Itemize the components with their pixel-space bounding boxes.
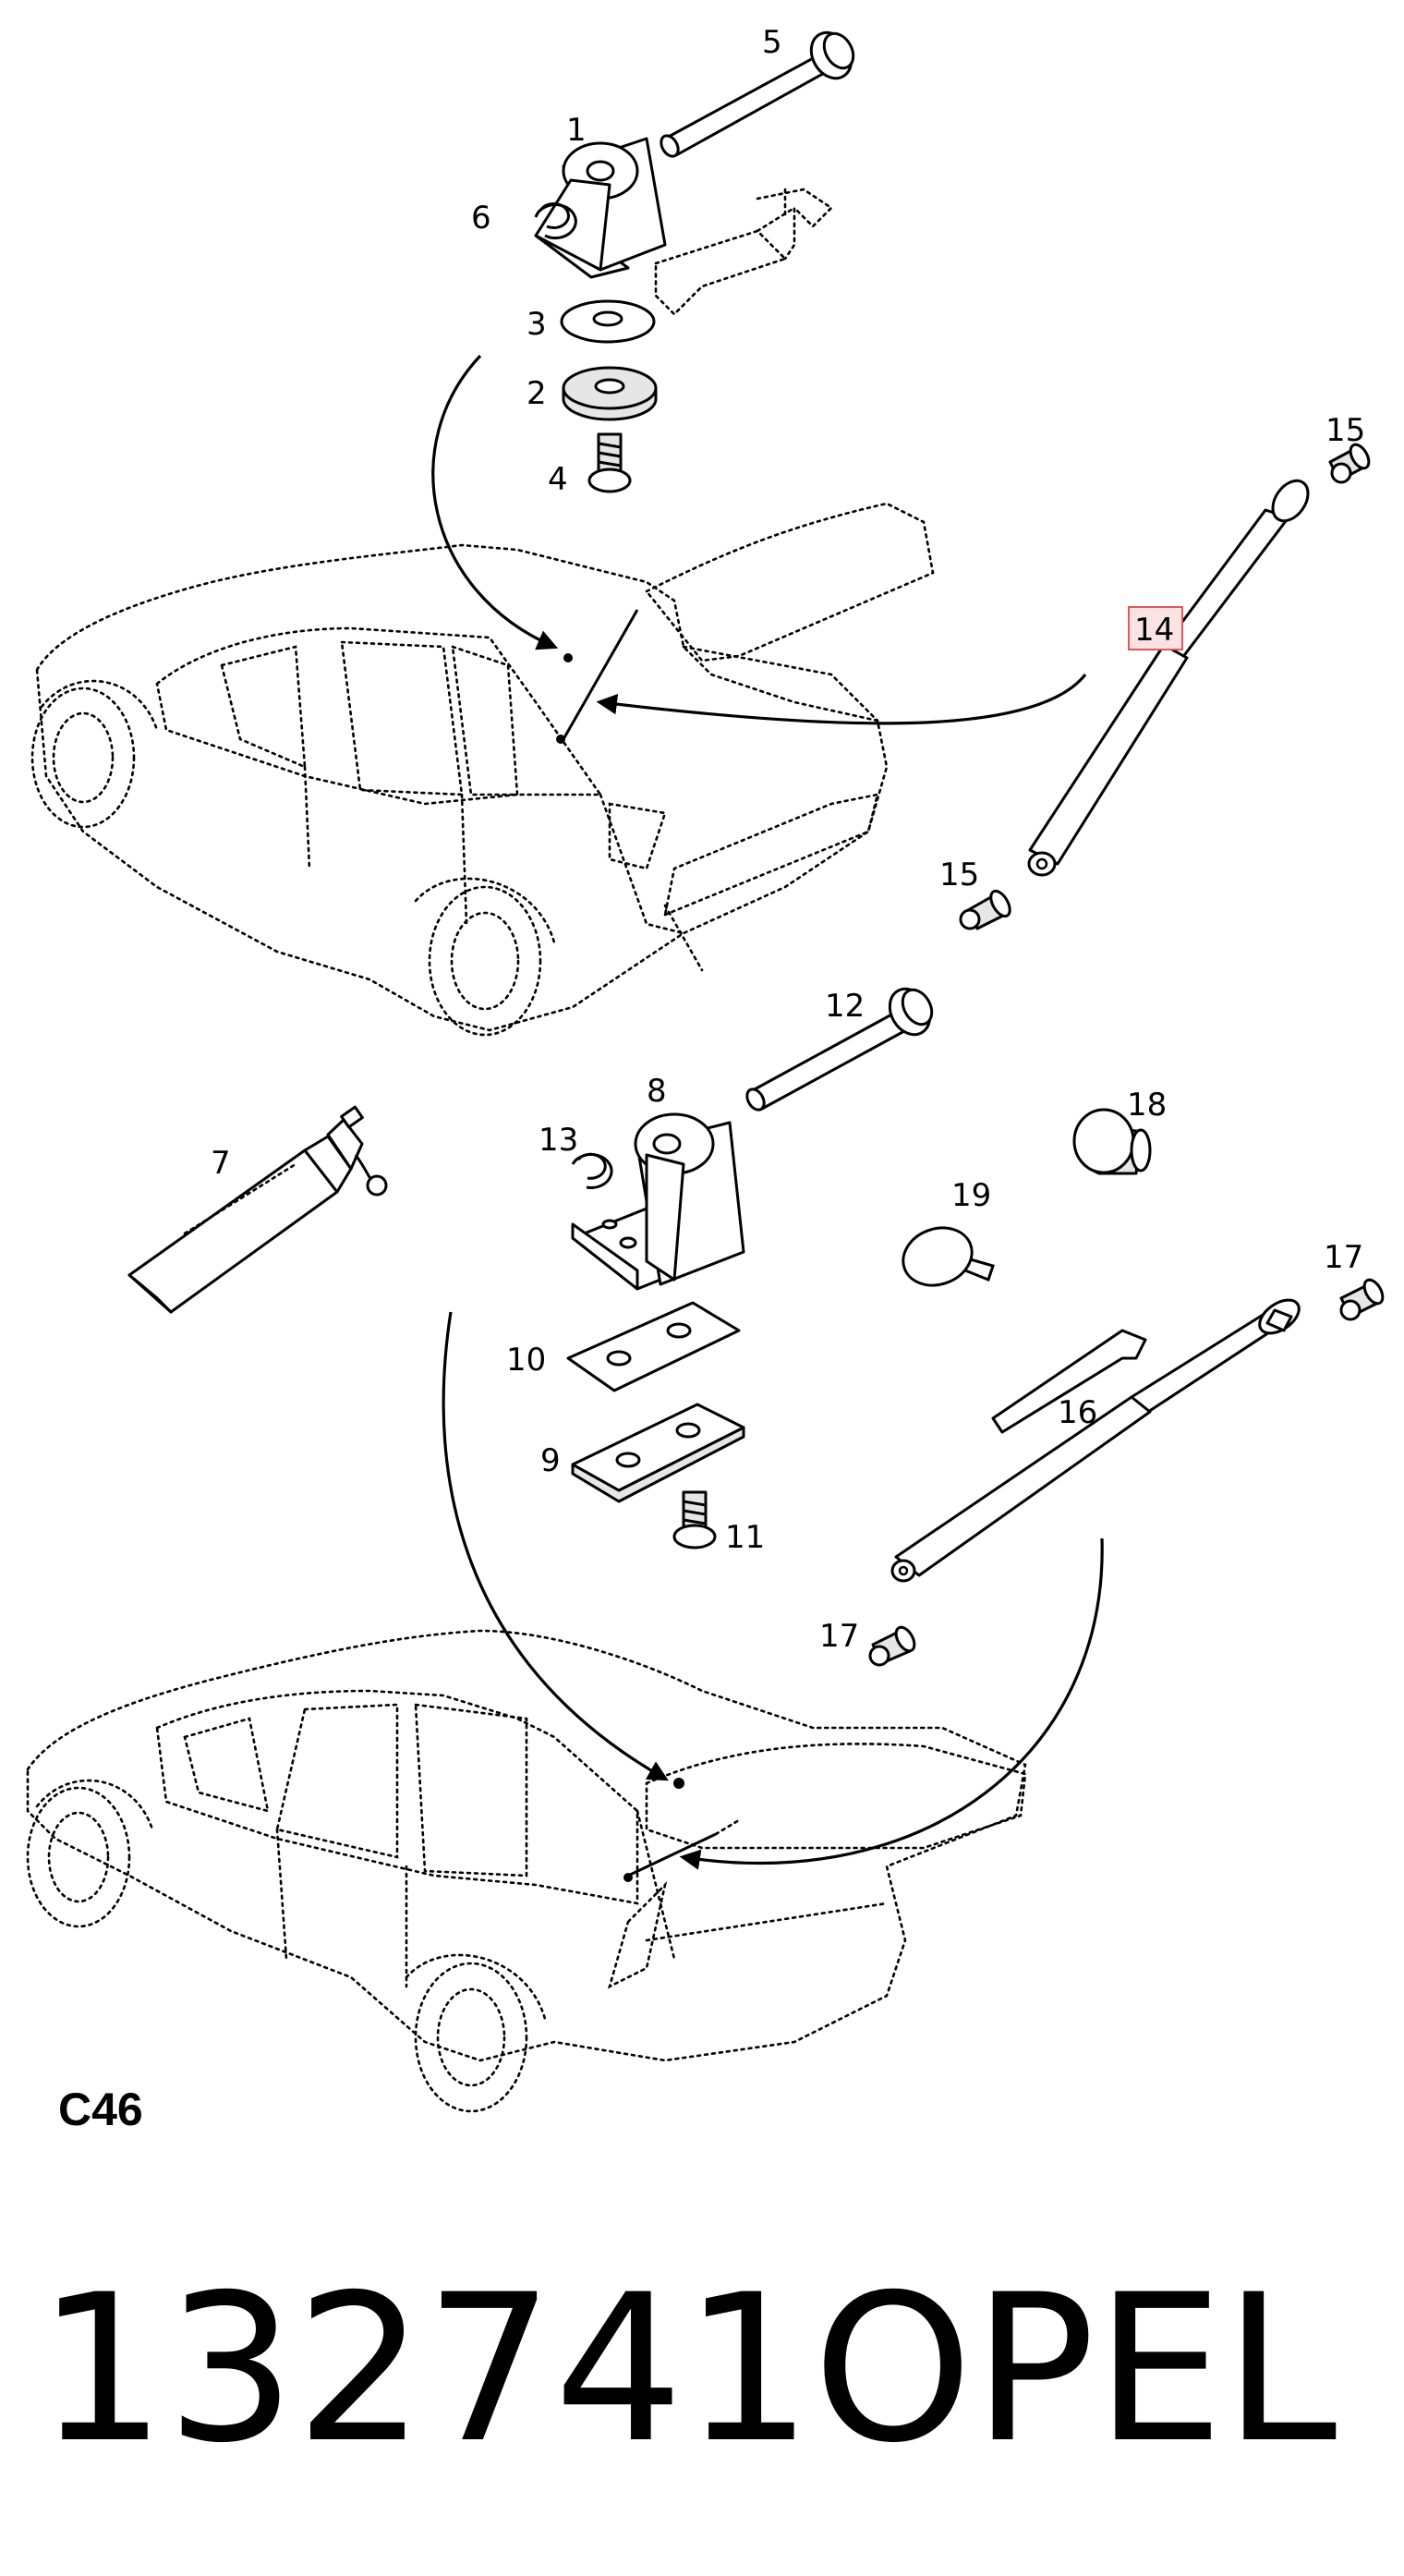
brand-name: OPEL — [813, 2251, 1337, 2487]
label-part-13: 13 — [539, 1122, 578, 1159]
label-part-19: 19 — [951, 1177, 991, 1214]
label-part-8: 8 — [647, 1073, 667, 1110]
hinge-bracket-part-1 — [534, 137, 667, 279]
label-part-1: 1 — [566, 112, 587, 149]
hinge-bracket-part-8 — [571, 1112, 745, 1291]
ball-pin-part-17-top — [1339, 1278, 1385, 1321]
highlight-box-part-14 — [1128, 606, 1183, 650]
label-part-3: 3 — [526, 306, 547, 343]
label-part-6: 6 — [471, 200, 491, 237]
base-plate-part-9 — [571, 1403, 745, 1503]
label-part-5: 5 — [762, 24, 782, 61]
label-part-9: 9 — [540, 1442, 561, 1479]
label-part-17-top: 17 — [1324, 1239, 1363, 1276]
label-part-4: 4 — [548, 461, 568, 498]
grommet-part-18 — [1072, 1108, 1152, 1175]
estate-car-outline — [26, 1629, 1027, 2113]
label-part-14: 14 — [1134, 612, 1174, 649]
hinge-outline — [654, 188, 834, 316]
washer-part-3 — [560, 299, 656, 344]
clip-button-part-19 — [902, 1226, 995, 1287]
label-part-11: 11 — [725, 1519, 765, 1556]
clip-ring-part-13 — [571, 1152, 613, 1189]
label-part-18: 18 — [1127, 1087, 1167, 1124]
part-labels: 5 1 6 3 2 4 15 14 15 12 8 18 13 7 19 17 … — [37, 24, 1365, 2487]
clip-ring-part-6 — [534, 202, 577, 240]
lubricant-tube-part-7 — [127, 1105, 388, 1314]
label-part-16: 16 — [1058, 1394, 1097, 1431]
ball-pin-part-17-bottom — [868, 1625, 916, 1667]
pad-washer-part-2 — [562, 366, 658, 421]
hinge-pin-part-12 — [745, 987, 934, 1112]
ball-pin-part-15-top — [1328, 443, 1371, 484]
diagram-code: C46 — [58, 2084, 143, 2135]
label-part-15-top: 15 — [1325, 412, 1365, 449]
part-number: 132741 — [37, 2251, 813, 2487]
label-part-12: 12 — [825, 988, 865, 1025]
gasket-part-10 — [566, 1301, 741, 1392]
ball-pin-part-15-bottom — [959, 889, 1011, 930]
hinge-pin-part-5 — [660, 30, 855, 158]
label-part-10: 10 — [506, 1342, 546, 1379]
label-part-2: 2 — [526, 375, 547, 412]
gas-strut-part-16 — [890, 1298, 1301, 1583]
label-part-17-bottom: 17 — [819, 1618, 859, 1655]
hatchback-car-outline — [30, 502, 935, 1037]
bolt-part-11 — [672, 1490, 717, 1549]
bolt-part-4 — [587, 432, 632, 493]
label-part-15-bottom: 15 — [939, 857, 979, 893]
label-part-7: 7 — [211, 1145, 231, 1182]
gas-strut-part-14 — [1027, 479, 1310, 877]
